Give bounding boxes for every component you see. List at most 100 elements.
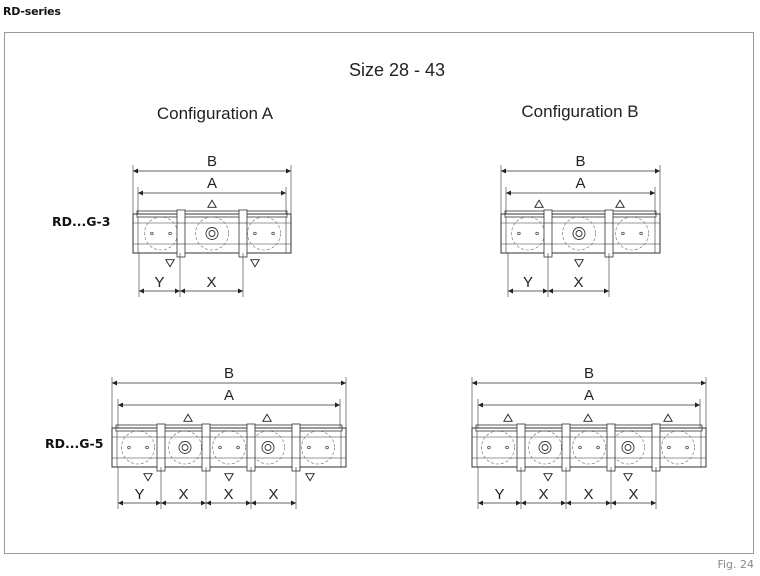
- cylinder-hidden: [611, 430, 645, 465]
- cylinder-hole: [271, 231, 275, 236]
- cylinder-hole: [487, 445, 491, 450]
- rail-body: [132, 213, 292, 254]
- cylinder-port: [178, 441, 192, 454]
- cylinder-port: [621, 441, 635, 454]
- config-a-title: Configuration A: [157, 104, 274, 123]
- dimension-label-x: X: [573, 274, 583, 291]
- dimension-label-a: A: [224, 387, 234, 404]
- dimension-label-x: X: [206, 274, 216, 291]
- cylinder-hole: [127, 445, 131, 450]
- config-b-title: Configuration B: [521, 102, 638, 121]
- clamp-block: [156, 423, 166, 472]
- mounting-marker-down: [305, 473, 315, 482]
- clamp-block: [561, 423, 571, 472]
- clamp-block: [651, 423, 661, 472]
- mounting-marker-down: [574, 259, 584, 268]
- cylinder-hidden: [195, 216, 229, 251]
- clamp-block: [201, 423, 211, 472]
- cylinder-hole: [218, 445, 222, 450]
- cylinder-hole: [150, 231, 154, 236]
- cylinder-hole: [145, 445, 149, 450]
- dimension-label-a: A: [207, 175, 217, 192]
- cylinder-hole: [639, 231, 643, 236]
- cylinder-hole: [667, 445, 671, 450]
- clamp-block: [543, 209, 553, 258]
- dimension-label-y: Y: [523, 274, 533, 291]
- mounting-marker-down: [143, 473, 153, 482]
- cylinder-hole: [578, 445, 582, 450]
- cylinder-hole: [168, 231, 172, 236]
- figure-title: Size 28 - 43: [349, 60, 445, 80]
- row-label-g3: RD...G-3: [52, 214, 110, 229]
- dimension-label-y: Y: [494, 486, 504, 503]
- dimension-label-x: X: [178, 486, 188, 503]
- rail-body: [471, 427, 707, 468]
- clamp-block: [238, 209, 248, 258]
- cylinder-port: [261, 441, 275, 454]
- rail-top-bar: [504, 210, 657, 218]
- dimension-label-y: Y: [134, 486, 144, 503]
- cylinder-port: [572, 227, 586, 240]
- dimension-label-a: A: [584, 387, 594, 404]
- cylinder-hidden: [212, 430, 246, 465]
- clamp-block: [604, 209, 614, 258]
- dimension-label-b: B: [224, 365, 234, 382]
- mounting-marker-up: [534, 199, 544, 208]
- mounting-marker-up: [615, 199, 625, 208]
- mounting-marker-down: [250, 259, 260, 268]
- cylinder-hidden: [144, 216, 178, 251]
- mounting-marker-up: [183, 413, 193, 422]
- mounting-marker-down: [623, 473, 633, 482]
- dimension-label-x: X: [628, 486, 638, 503]
- dimension-label-b: B: [584, 365, 594, 382]
- cylinder-hidden: [615, 216, 649, 251]
- dimension-label-b: B: [575, 153, 585, 170]
- mounting-marker-down: [224, 473, 234, 482]
- figure-frame: [4, 32, 754, 554]
- row-label-g5: RD...G-5: [45, 436, 103, 451]
- rail-body: [111, 427, 347, 468]
- clamp-block: [176, 209, 186, 258]
- cylinder-hole: [596, 445, 600, 450]
- dimension-label-x: X: [268, 486, 278, 503]
- cylinder-hole: [253, 231, 257, 236]
- cylinder-hidden: [247, 216, 281, 251]
- clamp-block: [246, 423, 256, 472]
- cylinder-port-inner: [624, 444, 632, 451]
- mounting-marker-down: [165, 259, 175, 268]
- cylinder-hidden: [661, 430, 695, 465]
- cylinder-hidden: [511, 216, 545, 251]
- cylinder-hidden: [528, 430, 562, 465]
- dimension-label-y: Y: [154, 274, 164, 291]
- cylinder-hidden: [168, 430, 202, 465]
- cylinder-hole: [621, 231, 625, 236]
- clamp-block: [516, 423, 526, 472]
- mounting-marker-up: [207, 199, 217, 208]
- cylinder-hole: [535, 231, 539, 236]
- dimension-label-a: A: [575, 175, 585, 192]
- rail-body: [500, 213, 661, 254]
- series-title: RD-series: [3, 5, 61, 18]
- mounting-marker-up: [262, 413, 272, 422]
- cylinder-port: [205, 227, 219, 240]
- cylinder-port-inner: [181, 444, 189, 451]
- cylinder-hidden: [301, 430, 335, 465]
- cylinder-hidden: [251, 430, 285, 465]
- cylinder-hole: [236, 445, 240, 450]
- cylinder-port-inner: [575, 230, 583, 237]
- mounting-marker-up: [663, 413, 673, 422]
- cylinder-hole: [517, 231, 521, 236]
- cylinder-hole: [307, 445, 311, 450]
- cylinder-port: [538, 441, 552, 454]
- cylinder-port-inner: [208, 230, 216, 237]
- cylinder-port-inner: [264, 444, 272, 451]
- clamp-block: [606, 423, 616, 472]
- dimension-label-x: X: [223, 486, 233, 503]
- cylinder-hidden: [572, 430, 606, 465]
- cylinder-hidden: [481, 430, 515, 465]
- figure-number: Fig. 24: [717, 558, 754, 571]
- cylinder-hole: [505, 445, 509, 450]
- cylinder-port-inner: [541, 444, 549, 451]
- cylinder-hole: [325, 445, 329, 450]
